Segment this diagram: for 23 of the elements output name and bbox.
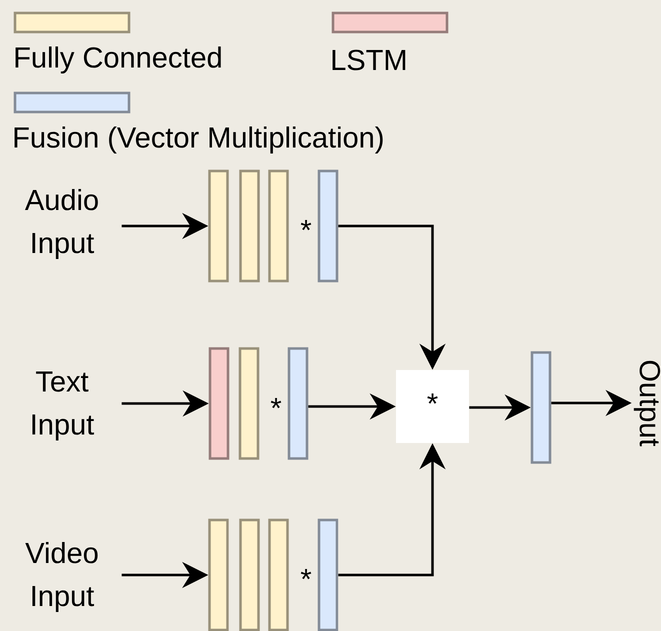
fully-connected-layer bbox=[268, 518, 289, 631]
fully-connected-layer bbox=[239, 170, 260, 282]
output-label: Output bbox=[634, 360, 660, 446]
multiply-sign: * bbox=[300, 569, 312, 580]
fully-connected-layer bbox=[238, 347, 260, 460]
legend-label: Fully Connected bbox=[16, 46, 221, 74]
fusion-layer bbox=[530, 351, 552, 464]
fusion-box: * bbox=[396, 370, 469, 443]
input-label: Audio Input bbox=[24, 188, 98, 260]
fusion-layer bbox=[318, 170, 338, 282]
fully-connected-layer bbox=[239, 518, 260, 631]
legend-label: LSTM bbox=[332, 50, 406, 70]
fusion-layer bbox=[288, 347, 308, 460]
fusion-layer bbox=[318, 518, 338, 631]
input-label: Text Input bbox=[32, 372, 94, 440]
input-label: Video Input bbox=[25, 542, 98, 612]
multiply-sign: * bbox=[300, 220, 312, 230]
lstm-layer bbox=[208, 347, 230, 460]
multiply-sign: * bbox=[270, 398, 282, 408]
fully-connected-layer bbox=[208, 518, 229, 631]
legend-label: Fusion (Vector Multiplication) bbox=[14, 126, 383, 154]
fully-connected-layer bbox=[208, 170, 229, 282]
fully-connected-layer bbox=[268, 170, 289, 282]
